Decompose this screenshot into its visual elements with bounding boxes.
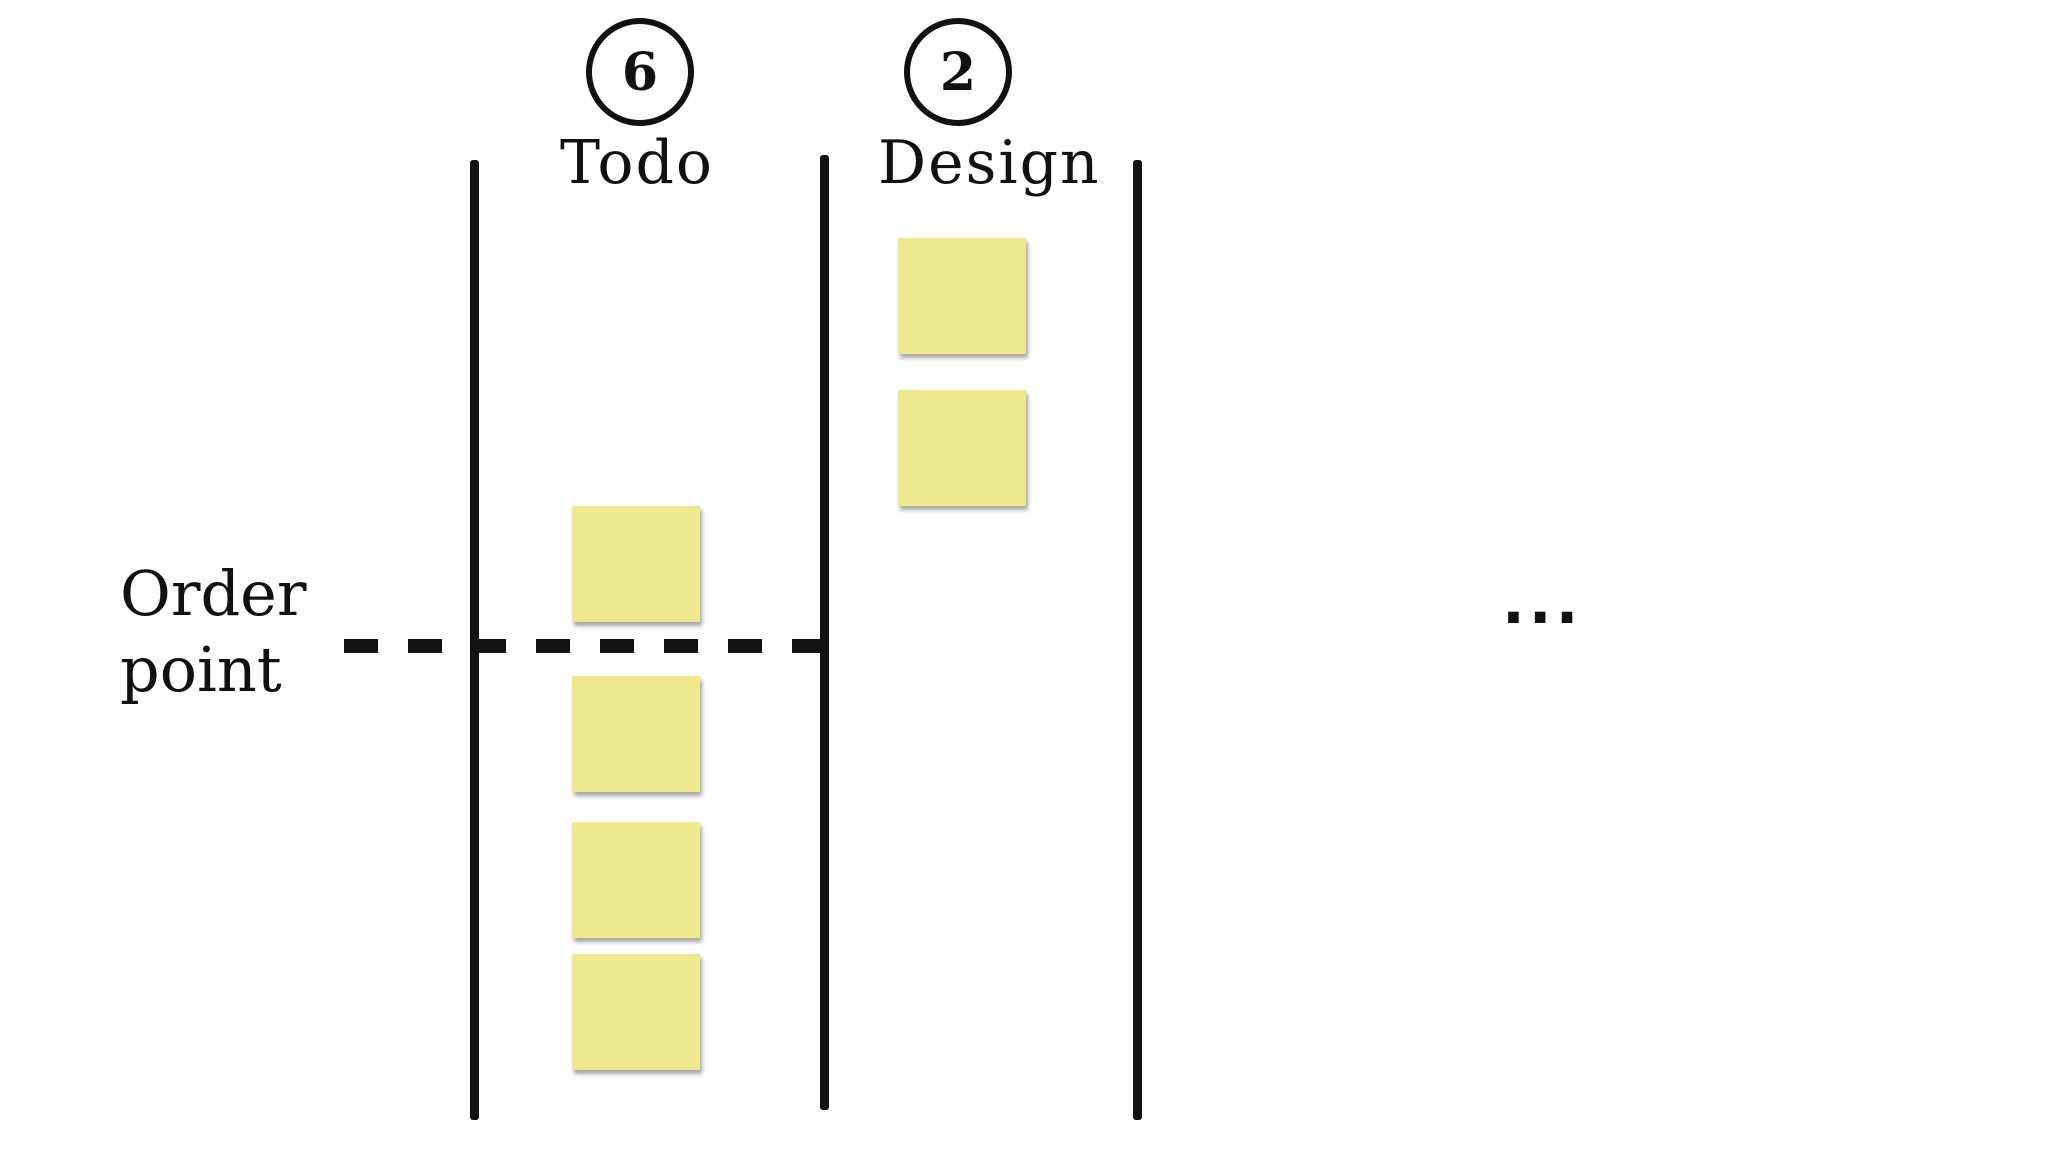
- design-wip-limit-value: 2: [939, 41, 977, 103]
- design-column-title: Design: [878, 128, 1101, 198]
- todo-sticky-note: [572, 676, 700, 792]
- lane-divider-middle: [820, 155, 829, 1110]
- todo-sticky-note: [572, 822, 700, 938]
- design-wip-limit: 2: [904, 18, 1012, 126]
- todo-sticky-note: [572, 954, 700, 1070]
- todo-column-title: Todo: [560, 128, 715, 198]
- more-columns-ellipsis: ...: [1502, 568, 1583, 638]
- todo-wip-limit: 6: [586, 18, 694, 126]
- todo-wip-limit-value: 6: [621, 41, 659, 103]
- design-sticky-note: [898, 390, 1026, 506]
- todo-sticky-note: [572, 506, 700, 622]
- order-point-label-line1: Order: [120, 557, 307, 630]
- order-point-label-line2: point: [120, 633, 282, 706]
- order-point-dashed-line: [344, 639, 828, 653]
- design-sticky-note: [898, 238, 1026, 354]
- lane-divider-right: [1133, 160, 1142, 1120]
- order-point-label: Order point: [120, 556, 306, 708]
